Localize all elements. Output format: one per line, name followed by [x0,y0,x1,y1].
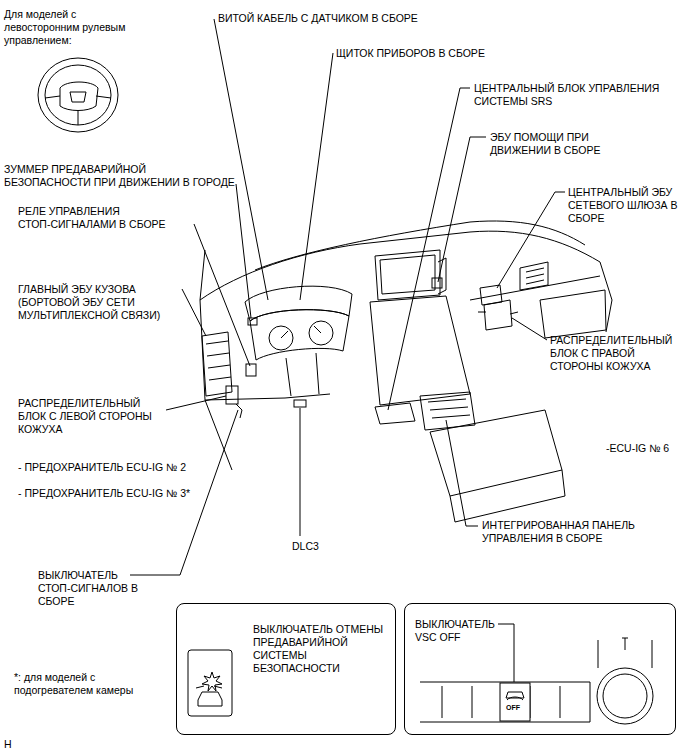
ecu-parts [246,364,256,376]
part-label: РАСПРЕДЕЛИТЕЛЬНЫЙ БЛОК С ЛЕВОЙ СТОРОНЫ К… [18,397,168,436]
cancel-switch-icon [196,686,222,688]
part-label: ЦЕНТРАЛЬНЫЙ БЛОК УПРАВЛЕНИЯ СИСТЕМЫ SRS [474,82,674,108]
vsc-switch-panel [598,638,652,668]
ecu-parts [478,312,518,314]
leader-line [497,192,565,288]
center-console [375,403,415,424]
center-console [375,250,440,300]
ecu-parts [206,341,231,380]
dashboard-outline [520,262,548,290]
dashboard-outline [200,250,232,470]
wrap-spacer [138,205,208,206]
center-console [450,470,565,522]
switch-legend: OFF [506,703,526,712]
vsc-switch-panel [500,683,530,721]
part-label: РАСПРЕДЕЛИТЕЛЬНЫЙ БЛОК С ПРАВОЙ СТОРОНЫ … [550,334,682,373]
fuse-label: - ПРЕДОХРАНИТЕЛЬ ECU-IG № 3* [18,487,218,500]
note-text: Для моделей с левосторонним рулевым упра… [4,8,154,47]
leader-line [166,396,226,410]
part-label: ИНТЕГРИРОВАННАЯ ПАНЕЛЬ УПРАВЛЕНИЯ В СБОР… [482,519,662,545]
leader-line [300,53,333,300]
steering-wheel [45,96,111,125]
leader-line [388,88,470,410]
ecu-parts [432,278,442,288]
steering-wheel [70,92,86,102]
wrap-spacer [154,163,304,164]
part-label: ВИТОЙ КАБЕЛЬ С ДАТЧИКОМ В СБОРЕ [218,12,458,25]
cancel-switch-icon [188,650,232,716]
ecu-parts [236,404,242,418]
dashboard-outline [526,268,544,284]
part-label: ЩИТОК ПРИБОРОВ В СБОРЕ [336,47,536,60]
vsc-switch-panel [420,682,590,722]
instrument-cluster [281,326,321,338]
part-label: ВЫКЛЮЧАТЕЛЬ СТОП-СИГНАЛОВ В СБОРЕ [38,569,150,608]
steering-wheel [60,82,98,111]
part-label: ГЛАВНЫЙ ЭБУ КУЗОВА (БОРТОВОЙ ЭБУ СЕТИ МУ… [18,283,183,322]
leader-line [236,184,251,318]
leader-line [446,420,478,526]
center-console [430,410,562,496]
dashboard-outline [470,276,600,300]
vsc-switch-panel [603,674,647,718]
leader-line [300,408,301,536]
part-label: DLC3 [292,540,332,553]
leader-line [498,624,514,682]
inset-panel: ВЫКЛЮЧАТЕЛЬ VSC OFF [404,603,676,735]
leader-line [438,137,486,282]
steering-wheel [45,65,111,125]
part-label: ЦЕНТРАЛЬНЫЙ ЭБУ СЕТЕВОГО ШЛЮЗА В СБОРЕ [568,186,682,225]
leader-line [130,19,565,682]
ecu-parts [248,318,257,325]
center-console [370,250,565,522]
instrument-cluster [286,353,319,396]
ecu-parts [484,300,512,330]
leader-line [512,318,547,340]
instrument-cluster [294,400,306,407]
dashboard-outline [540,290,606,338]
leader-line [214,19,268,300]
part-label: ЭБУ ПОМОЩИ ПРИ ДВИЖЕНИИ В СБОРЕ [490,131,615,157]
cancel-switch-icon [188,650,232,716]
ecu-parts [202,278,518,418]
instrument-cluster [245,286,352,407]
switch-label: ВЫКЛЮЧАТЕЛЬ ОТМЕНЫ ПРЕДАВАРИЙНОЙ СИСТЕМЫ… [253,623,388,675]
leader-line [194,224,250,366]
center-console [380,255,435,294]
switch-label: ВЫКЛЮЧАТЕЛЬ VSC OFF [415,618,505,644]
inset-panel: ВЫКЛЮЧАТЕЛЬ ОТМЕНЫ ПРЕДАВАРИЙНОЙ СИСТЕМЫ… [176,603,396,735]
center-console [370,296,470,405]
part-label: ЗУММЕР ПРЕДАВАРИЙНОЙ БЕЗОПАСНОСТИ ПРИ ДВ… [4,163,304,189]
steering-wheel [38,58,118,132]
center-console [428,399,470,418]
steering-wheel [38,58,118,132]
cancel-switch-icon [198,692,222,706]
dashboard-outline [200,231,600,300]
vsc-switch-panel [597,668,653,724]
figure-code: H [4,738,24,751]
fuse-label: - ПРЕДОХРАНИТЕЛЬ ECU-IG № 2 [18,461,218,474]
ecu-parts [226,386,238,404]
instrument-cluster [250,310,349,360]
center-console [420,392,475,430]
cancel-switch-icon [202,672,222,691]
leader-line [182,289,206,336]
fuse-label: -ECU-IG № 6 [606,442,686,455]
vsc-switch-panel [420,638,653,724]
vsc-switch-panel [507,697,523,700]
note-text: *: для моделей с подогревателем камеры [14,671,149,697]
part-label: РЕЛЕ УПРАВЛЕНИЯ СТОП-СИГНАЛАМИ В СБОРЕ [18,205,208,231]
